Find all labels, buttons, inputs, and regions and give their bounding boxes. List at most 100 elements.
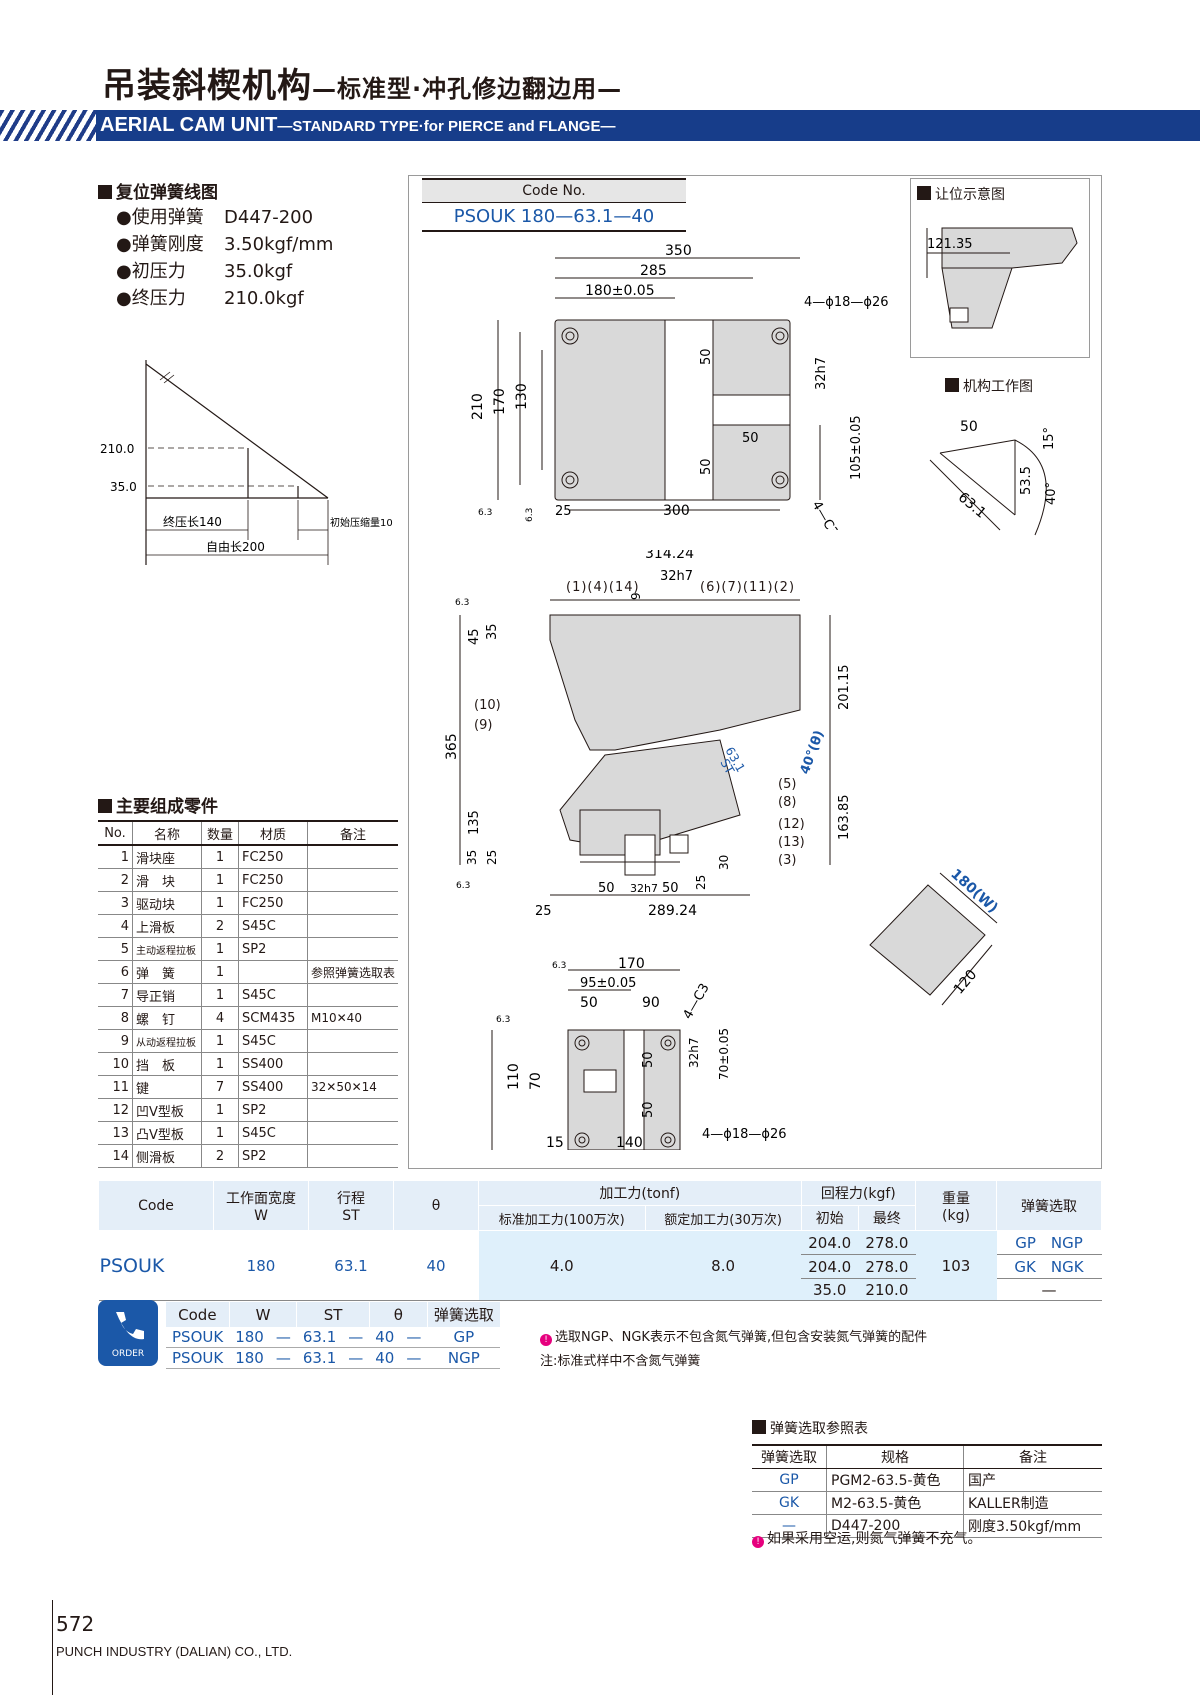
parts-cell: 12: [98, 1098, 133, 1122]
dim: 6.3: [455, 598, 469, 608]
parts-cell: 4: [98, 914, 133, 938]
parts-cell: 主动返程拉板: [132, 937, 202, 961]
parts-cell: 13: [98, 1121, 133, 1145]
order-cell: —: [400, 1327, 428, 1348]
parts-cell: SS400: [238, 1075, 308, 1099]
side-view-drawing: 314.24 32h7 9 45 35 201.15 365 135 163.8…: [444, 550, 852, 919]
dim: 35: [465, 850, 479, 865]
mech-dim: 63.1: [955, 489, 989, 521]
dim: 314.24: [645, 550, 694, 562]
dim: 105±0.05: [849, 415, 864, 480]
mech-dim: 50: [960, 419, 978, 435]
parts-cell: 滑块座: [132, 845, 202, 869]
callouts-top-right: (6)(7)(11)(2): [700, 580, 796, 595]
parts-cell: 挡 板: [132, 1052, 202, 1076]
order-notes: !选取NGP、NGK表示不包含氮气弹簧,但包含安装氮气弹簧的配件 注:标准式样中…: [540, 1330, 928, 1369]
parts-cell: 14: [98, 1144, 133, 1168]
dim: 32h7: [630, 882, 658, 895]
title-en-sub: —STANDARD TYPE·for PIERCE and FLANGE—: [277, 118, 616, 135]
dim: 50: [598, 881, 615, 896]
ref-cell: PGM2-63.5-黄色: [826, 1468, 964, 1492]
parts-cell: 2: [98, 868, 133, 892]
cell-return: 204.0: [801, 1254, 859, 1279]
parts-cell: [307, 914, 398, 938]
th-force: 加工力(tonf): [478, 1180, 802, 1206]
order-cell: —: [400, 1347, 428, 1369]
order-cell: —: [269, 1327, 297, 1348]
cell-theta: 40: [393, 1230, 479, 1301]
parts-cell: 上滑板: [132, 914, 202, 938]
parts-cell: 1: [201, 1098, 239, 1122]
parts-cell: 7: [201, 1075, 239, 1099]
parts-cell: 1: [201, 868, 239, 892]
parts-cell: 5: [98, 937, 133, 961]
initial-comp: 初始压缩量10: [330, 516, 393, 529]
exclaim-icon: !: [752, 1536, 764, 1548]
parts-cell: SCM435: [238, 1006, 308, 1030]
dim: 25: [694, 875, 708, 890]
parts-cell: 7: [98, 983, 133, 1007]
ref-cell: GK: [752, 1491, 827, 1515]
parts-cell: 2: [201, 1144, 239, 1168]
order-cell: —: [342, 1327, 370, 1348]
cell-return: 278.0: [858, 1254, 916, 1279]
clearance-dim: 121.35: [927, 237, 973, 252]
square-icon: [945, 378, 959, 392]
cell-return: 204.0: [801, 1230, 859, 1255]
parts-cell: 凹V型板: [132, 1098, 202, 1122]
parts-cell: FC250: [238, 868, 308, 892]
order-cell: PSOUK: [166, 1347, 230, 1369]
dim: 50: [641, 1051, 656, 1068]
order-cell: 180: [229, 1347, 270, 1369]
bottom-view-drawing: 170 95±0.05 50 90 4—C3 140 110 70 50 50 …: [490, 956, 787, 1150]
page-number: 572: [56, 1612, 95, 1636]
dim: 6.3: [496, 1015, 510, 1025]
parts-cell: 1: [201, 891, 239, 915]
parts-cell: 2: [201, 914, 239, 938]
parts-cell: 1: [201, 845, 239, 869]
square-icon: [917, 186, 931, 200]
parts-cell: [307, 845, 398, 869]
inset-clearance: [910, 178, 1090, 358]
parts-cell: M10✕40: [307, 1006, 398, 1030]
title-sub: —标准型·冲孔修边翻边用—: [312, 75, 623, 103]
dim: 32h7: [660, 569, 693, 584]
code-no-value: PSOUK 180—63.1—40: [422, 203, 686, 232]
dim: 4—ϕ18—ϕ26: [702, 1127, 787, 1142]
dim: 163.85: [837, 795, 852, 841]
free-len: 自由长200: [206, 540, 265, 554]
dim: 90: [642, 995, 660, 1011]
th-spring: 弹簧选取: [427, 1302, 501, 1327]
dim: 70±0.05: [717, 1028, 731, 1080]
ref-cell: KALLER制造: [963, 1491, 1102, 1515]
dim: 25: [485, 850, 499, 865]
code-no-label: Code No.: [422, 178, 686, 203]
dim: 4—C3: [680, 981, 712, 1022]
parts-cell: 10: [98, 1052, 133, 1076]
callouts-left: (10) (9): [474, 698, 501, 733]
parts-cell: [307, 1144, 398, 1168]
dim: 35: [485, 623, 500, 640]
dim: 140: [490, 1068, 494, 1095]
parts-cell: 1: [201, 1029, 239, 1053]
th-return-final: 最终: [857, 1205, 917, 1231]
dim: 130: [514, 383, 530, 410]
dim: 300: [663, 503, 690, 519]
parts-cell: 1: [201, 1121, 239, 1145]
ref-cell: 国产: [963, 1468, 1102, 1492]
parts-cell: SS400: [238, 1052, 308, 1076]
dim: 30: [717, 855, 731, 870]
th-st: ST: [296, 1302, 370, 1327]
parts-cell: 螺 钉: [132, 1006, 202, 1030]
parts-cell: SP2: [238, 937, 308, 961]
